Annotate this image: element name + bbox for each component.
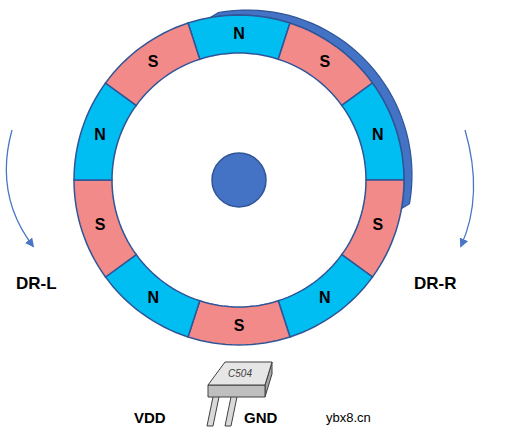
pole-letter: S [95,216,106,234]
hall-sensor: C504 [200,355,280,401]
pole-letter: N [319,289,331,307]
direction-label: DR-R [414,274,457,294]
pole-segment [72,178,139,279]
pin-name: VDD [134,409,166,426]
rotation-arrow [6,130,33,246]
pole-letter: N [233,25,245,43]
pole-letter: N [372,126,384,144]
magnet-pole: S [103,21,202,108]
pole-letter: N [94,126,106,144]
pin-name: GND [244,409,277,426]
magnet-pole: N [186,13,292,62]
pole-letter: S [234,317,245,335]
magnet-pole: N [339,81,406,182]
pole-letter: S [373,216,384,234]
chip-marking: C504 [228,368,252,379]
shaft [212,153,266,207]
pole-letter: S [319,53,330,71]
watermark: ybx8.cn [326,410,371,425]
ring-edge [210,10,412,209]
rotation-arrow [461,130,474,246]
direction-label: DR-L [16,274,57,294]
magnet-pole: N [276,252,375,339]
magnet-pole: S [72,178,139,279]
pole-letter: N [147,289,159,307]
pole-letter: S [148,53,159,71]
magnet-pole: S [186,298,292,347]
